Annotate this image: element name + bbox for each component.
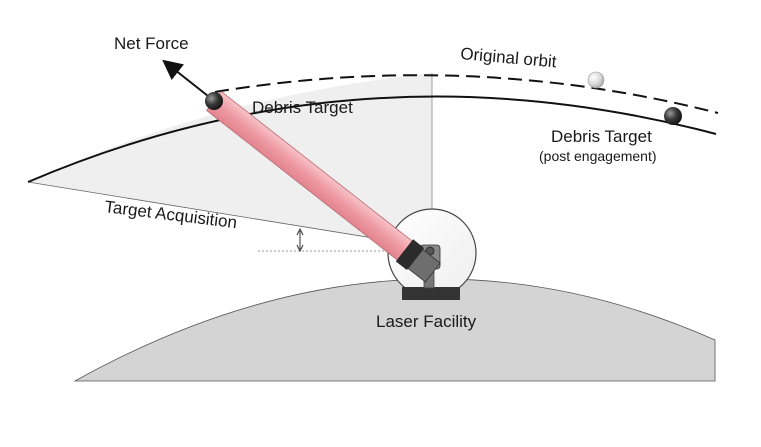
original-orbit-label: Original orbit — [460, 44, 558, 71]
elevation-angle-arrowhead-top — [296, 227, 304, 236]
acquisition-boundary-lower — [27, 181, 411, 245]
laser-facility-label: Laser Facility — [376, 312, 477, 331]
original-orbit-line — [214, 74, 719, 114]
debris-target-post-engagement — [664, 107, 682, 125]
current-orbit-line — [27, 95, 717, 183]
debris-target-engaged — [205, 92, 223, 110]
debris-target-label: Debris Target — [252, 98, 353, 117]
debris-original-position — [587, 71, 605, 89]
net-force-label: Net Force — [114, 34, 189, 53]
laser-facility-base — [402, 287, 460, 300]
elevation-angle-arrowhead-bottom — [296, 244, 304, 253]
laser-emitter — [395, 239, 441, 283]
net-force-arrow — [162, 59, 209, 97]
post-engagement-label: (post engagement) — [539, 148, 657, 164]
debris-target-post-label: Debris Target — [551, 127, 652, 146]
